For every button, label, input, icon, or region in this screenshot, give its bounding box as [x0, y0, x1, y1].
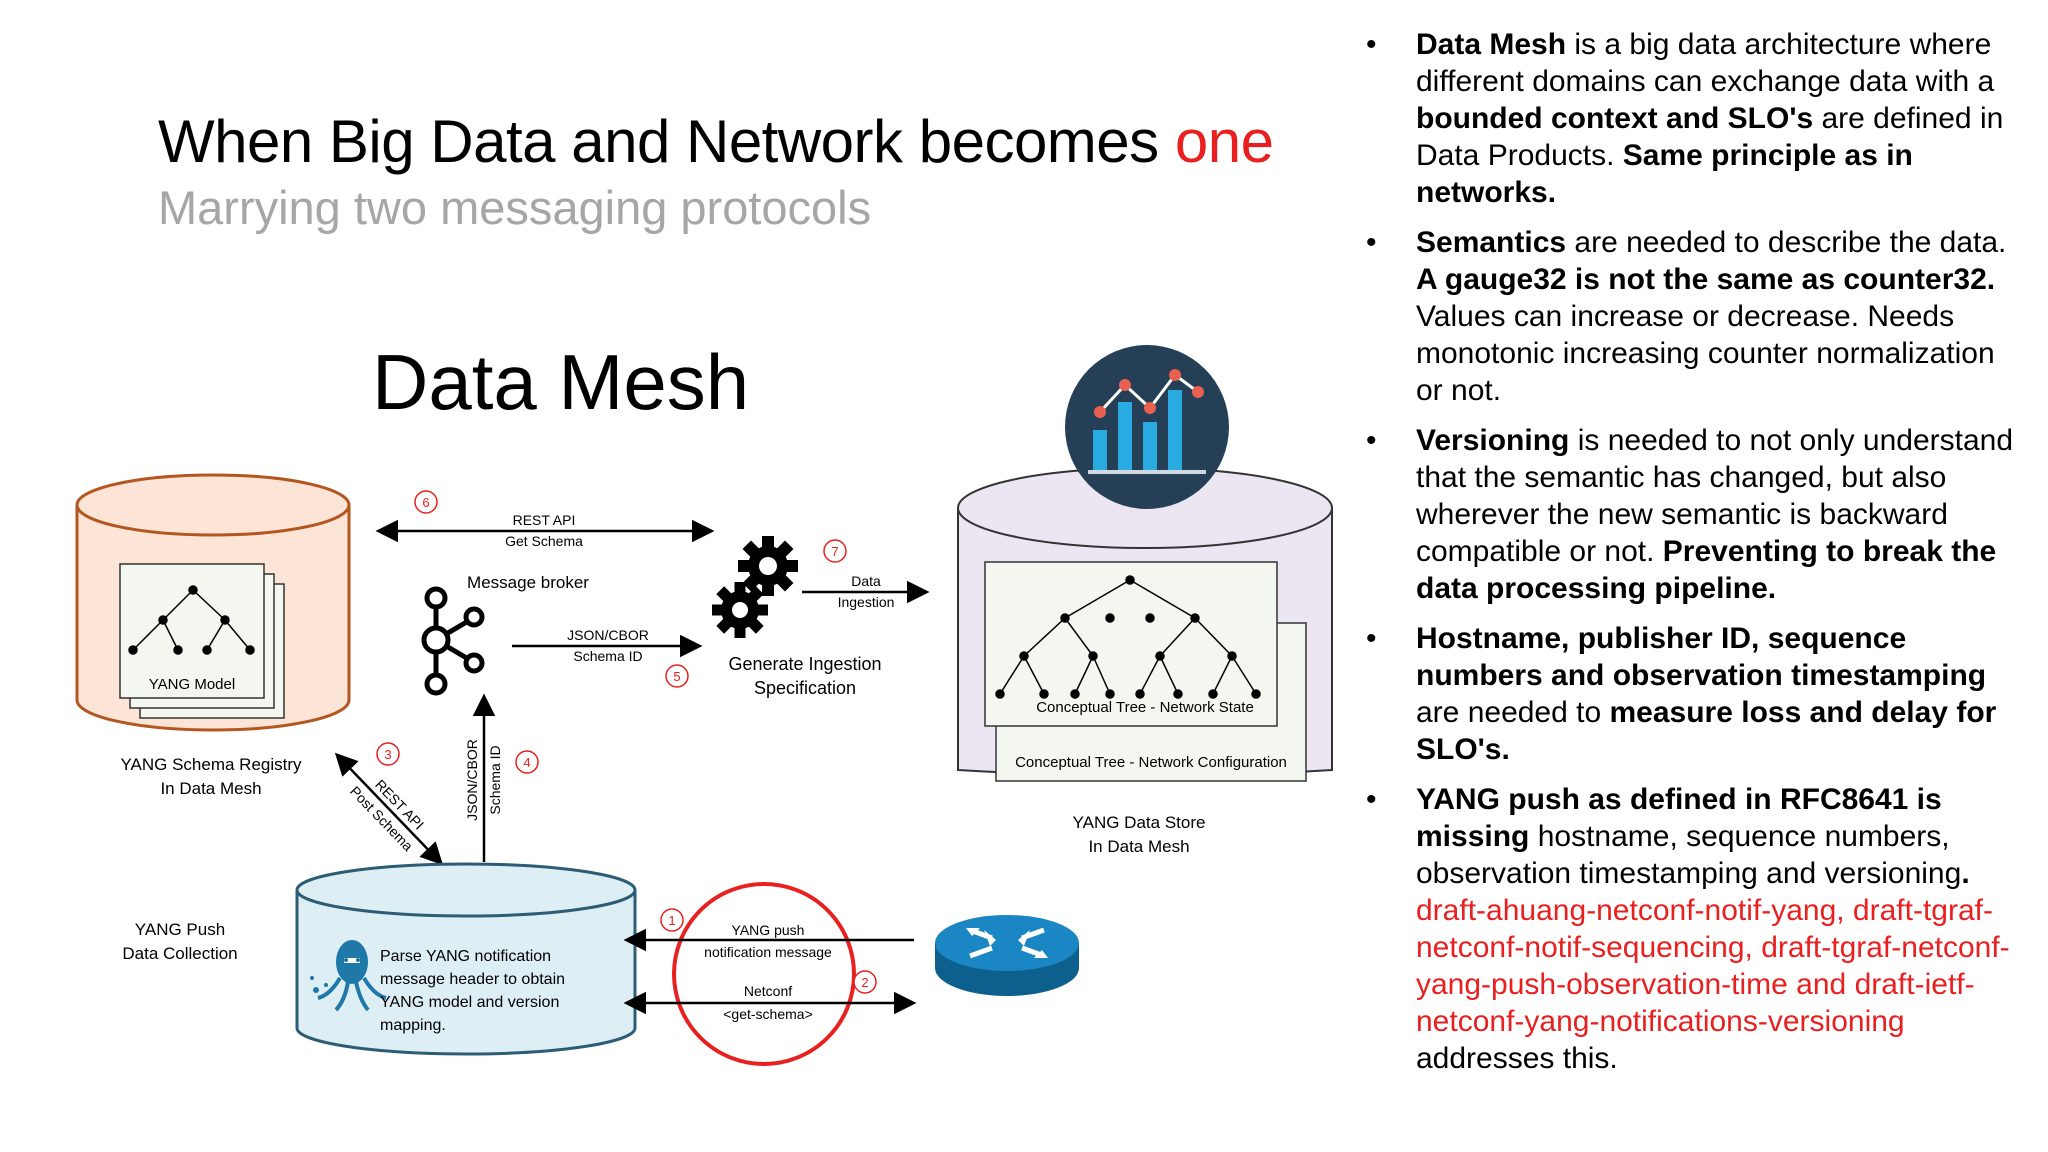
yang-model-label: YANG Model: [149, 676, 235, 693]
collector-cylinder: [295, 862, 637, 1056]
step-7-label-1: Data: [851, 573, 881, 589]
bullet-semantics: Semantics are needed to describe the dat…: [1366, 224, 2020, 409]
get-schema-label-2: Get Schema: [505, 533, 583, 549]
step-4-label-1: JSON/CBOR: [464, 739, 480, 821]
chart-badge: [1065, 345, 1229, 509]
router-icon: [935, 915, 1079, 996]
svg-text:2: 2: [861, 975, 868, 990]
bar-line-chart-icon: [1088, 369, 1206, 474]
arrow-post-schema: [334, 752, 444, 866]
svg-text:1: 1: [668, 913, 675, 928]
step-5-label-2: Schema ID: [573, 648, 642, 664]
network-state-tree-icon: [995, 575, 1261, 699]
collector-caption-2: Data Collection: [122, 944, 237, 963]
svg-text:6: 6: [422, 495, 429, 510]
svg-text:3: 3: [384, 747, 391, 762]
bullet-data-mesh: Data Mesh is a big data architecture whe…: [1366, 26, 2020, 211]
highlight-circle: [672, 882, 856, 1066]
yang-push-label-1: YANG push: [732, 922, 805, 938]
collector-text-3: YANG model and version: [380, 994, 559, 1011]
step-4-label-2: Schema ID: [487, 745, 503, 814]
step-7-badge: 7: [823, 539, 847, 563]
slide-title-text: When Big Data and Network becomes: [158, 108, 1159, 175]
svg-text:7: 7: [831, 544, 838, 559]
step-6-badge: 6: [414, 490, 438, 514]
octopus-icon: [310, 940, 387, 1012]
step-7-label-2: Ingestion: [838, 594, 895, 610]
step-5-label-1: JSON/CBOR: [567, 627, 649, 643]
get-schema-label-1: REST API: [513, 512, 576, 528]
schema-registry-caption-1: YANG Schema Registry: [120, 755, 302, 774]
bullet-hostname: Hostname, publisher ID, sequence numbers…: [1366, 620, 2020, 768]
schema-registry-caption-2: In Data Mesh: [160, 779, 261, 798]
yang-push-label-2: notification message: [704, 944, 832, 960]
tree-config-label: Conceptual Tree - Network Configuration: [1015, 754, 1287, 771]
step-2-badge: 2: [853, 970, 877, 994]
ingestion-label-2: Specification: [754, 678, 856, 698]
data-store-caption-2: In Data Mesh: [1088, 837, 1189, 856]
tree-state-label: Conceptual Tree - Network State: [1036, 699, 1254, 716]
step-1-badge: 1: [660, 908, 684, 932]
tree-state-card: Conceptual Tree - Network State: [984, 561, 1278, 727]
netconf-label-2: <get-schema>: [723, 1006, 813, 1022]
gears-icon: [712, 536, 798, 638]
collector-caption-1: YANG Push: [135, 920, 225, 939]
svg-text:4: 4: [523, 755, 530, 770]
broker-label: Message broker: [467, 573, 589, 592]
netconf-label-1: Netconf: [744, 983, 792, 999]
collector-text-1: Parse YANG notification: [380, 948, 551, 965]
bullet-list: Data Mesh is a big data architecture whe…: [1366, 26, 2020, 1090]
svg-text:5: 5: [673, 669, 680, 684]
slide-title-accent: one: [1174, 108, 1274, 175]
step-5-badge: 5: [665, 664, 689, 688]
draft-references: draft-ahuang-netconf-notif-yang, draft-t…: [1416, 894, 2010, 1038]
ingestion-label-1: Generate Ingestion: [728, 654, 881, 674]
diagram-title: Data Mesh: [372, 338, 750, 426]
data-mesh-diagram: YANG Model YANG Schema Registry In Data …: [75, 345, 1333, 1066]
slide-subtitle: Marrying two messaging protocols: [158, 181, 872, 234]
collector-text-2: message header to obtain: [380, 971, 565, 988]
data-store-caption-1: YANG Data Store: [1073, 813, 1206, 832]
bullet-versioning: Versioning is needed to not only underst…: [1366, 422, 2020, 607]
step-3-badge: 3: [376, 742, 400, 766]
kafka-icon: [421, 586, 485, 696]
yang-model-tree-icon: [128, 585, 255, 655]
slide-title: When Big Data and Network becomes one: [158, 102, 1274, 182]
bullet-yang-push: YANG push as defined in RFC8641 is missi…: [1366, 781, 2020, 1077]
yang-model-card: YANG Model: [119, 563, 285, 719]
step-4-badge: 4: [515, 750, 539, 774]
collector-text-4: mapping.: [380, 1017, 446, 1034]
